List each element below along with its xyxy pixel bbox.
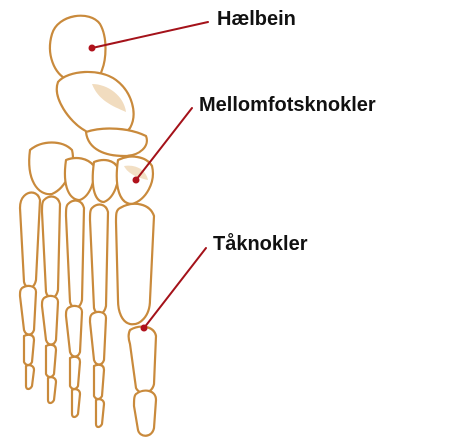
metatarsal-3 [66, 201, 84, 308]
phalanx-2-distal [96, 399, 104, 427]
toes-leader-dot [141, 325, 148, 332]
toes-label: Tåknokler [213, 234, 307, 254]
phalanx-4-middle [46, 345, 56, 377]
phalanx-5-proximal [20, 286, 36, 335]
metatarsal-1 [116, 204, 154, 324]
navicular-bone [86, 129, 147, 156]
phalanx-4-distal [48, 377, 56, 403]
metatarsals-label: Mellomfotsknokler [199, 95, 376, 115]
phalanx-3-middle [70, 357, 80, 389]
phalanx-1-distal [134, 391, 156, 436]
cuneiform-lateral [65, 158, 94, 200]
metatarsal-leader-dot [133, 177, 140, 184]
metatarsal-2 [90, 205, 108, 314]
phalanx-4-proximal [42, 296, 58, 345]
heel-label: Hælbein [217, 9, 296, 29]
phalanx-5-distal [26, 365, 34, 389]
phalanx-2-proximal [90, 312, 106, 365]
phalanx-3-distal [72, 389, 80, 417]
phalanx-2-middle [94, 365, 104, 399]
metatarsal-5 [20, 193, 40, 288]
metatarsal-4 [42, 197, 60, 298]
heel-leader-dot [89, 45, 96, 52]
phalanx-1-proximal [129, 327, 157, 393]
phalanx-3-proximal [66, 306, 82, 357]
toes-leader-line [144, 248, 206, 328]
phalanx-5-middle [24, 335, 34, 365]
heel-leader-line [92, 22, 208, 48]
cuneiform-intermediate [93, 160, 119, 202]
